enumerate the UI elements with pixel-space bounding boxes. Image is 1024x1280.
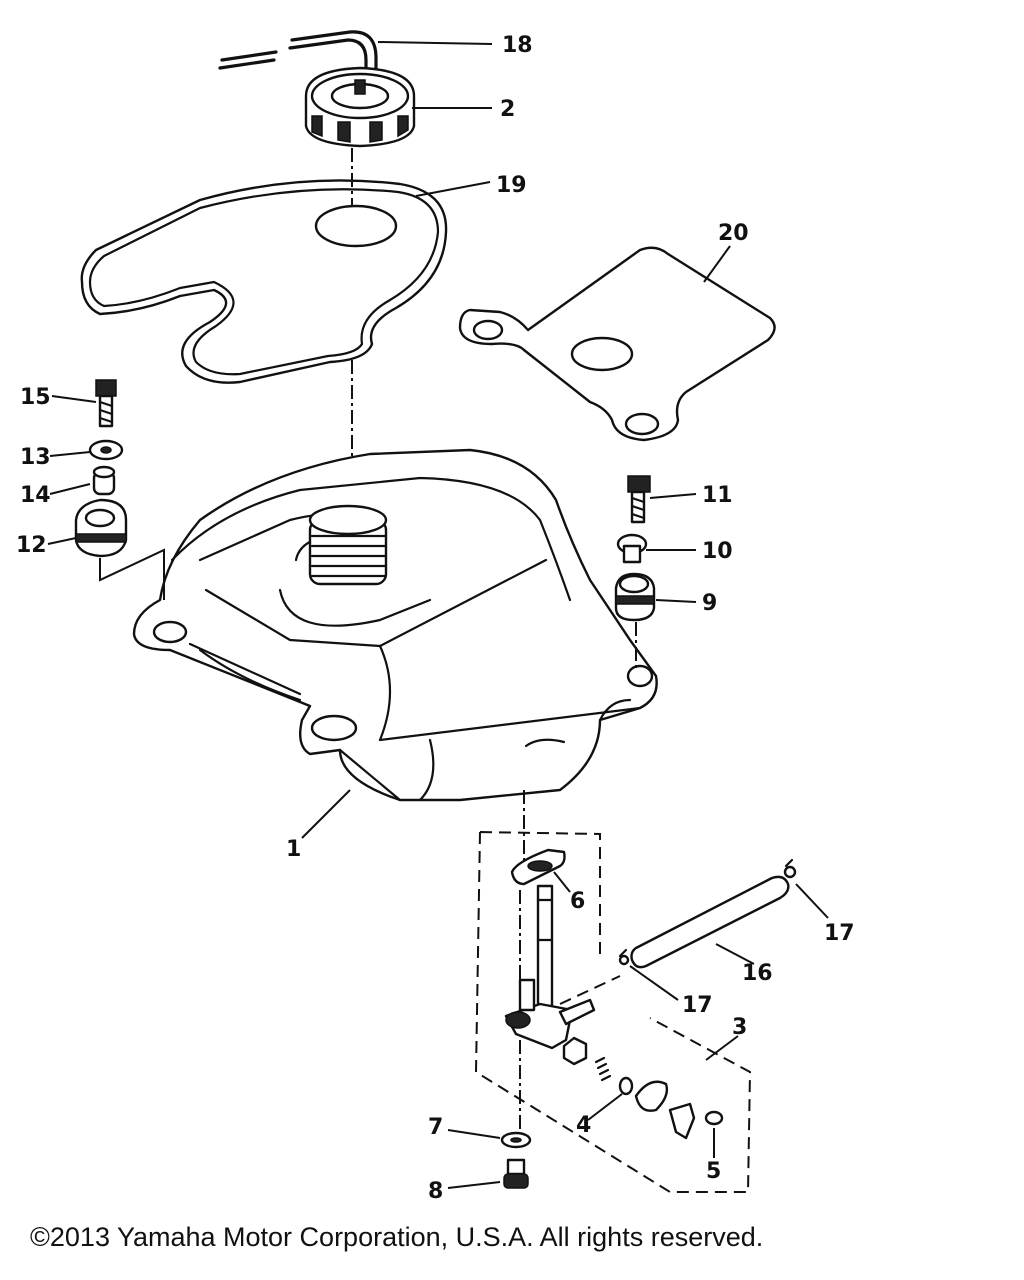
callout-18: 18 bbox=[502, 33, 533, 58]
callout-15: 15 bbox=[20, 385, 51, 410]
drain-bolt-part bbox=[503, 1158, 529, 1189]
callout-10: 10 bbox=[702, 539, 733, 564]
fuel-tank-part bbox=[132, 448, 658, 802]
callout-13: 13 bbox=[20, 445, 51, 470]
callout-14: 14 bbox=[20, 483, 51, 508]
left-mount-washer-part bbox=[88, 439, 124, 461]
callout-8: 8 bbox=[428, 1179, 443, 1204]
right-mount-grommet-part bbox=[614, 572, 656, 622]
callout-17-lower: 17 bbox=[682, 993, 713, 1018]
hose-clip-lower-part bbox=[618, 948, 630, 966]
callout-19: 19 bbox=[496, 173, 527, 198]
breather-hose-part bbox=[218, 30, 378, 72]
right-mount-collar-part bbox=[616, 533, 648, 564]
fuel-tank-exploded-diagram: 18 2 19 20 15 13 14 12 11 10 9 1 6 17 16… bbox=[16, 30, 855, 1204]
fuel-cap-part bbox=[304, 66, 416, 148]
petcock-gasket-part bbox=[510, 848, 566, 886]
callout-4: 4 bbox=[576, 1113, 591, 1138]
callout-3: 3 bbox=[732, 1015, 747, 1040]
callout-7: 7 bbox=[428, 1115, 443, 1140]
callout-9: 9 bbox=[702, 591, 717, 616]
callout-1: 1 bbox=[286, 837, 301, 862]
tank-pad-part bbox=[80, 179, 448, 384]
callout-12: 12 bbox=[16, 533, 47, 558]
callout-17-upper: 17 bbox=[824, 921, 855, 946]
fuel-petcock-part bbox=[504, 884, 596, 1050]
tank-plate-part bbox=[458, 246, 776, 442]
copyright-notice: ©2013 Yamaha Motor Corporation, U.S.A. A… bbox=[30, 1222, 764, 1252]
callout-11: 11 bbox=[702, 483, 733, 508]
fuel-hose-part bbox=[630, 875, 790, 969]
petcock-internal-parts bbox=[562, 1036, 724, 1140]
left-mount-grommet-part bbox=[74, 498, 128, 558]
callout-6: 6 bbox=[570, 889, 585, 914]
callout-5: 5 bbox=[706, 1159, 721, 1184]
callout-2: 2 bbox=[500, 97, 515, 122]
right-mount-bolt-part bbox=[627, 475, 651, 524]
left-mount-collar-part bbox=[92, 465, 116, 496]
callout-20: 20 bbox=[718, 221, 749, 246]
drain-washer-part bbox=[500, 1131, 532, 1149]
callout-16: 16 bbox=[742, 961, 773, 986]
left-mount-bolt-part bbox=[95, 379, 117, 428]
hose-clip-upper-part bbox=[783, 858, 797, 879]
